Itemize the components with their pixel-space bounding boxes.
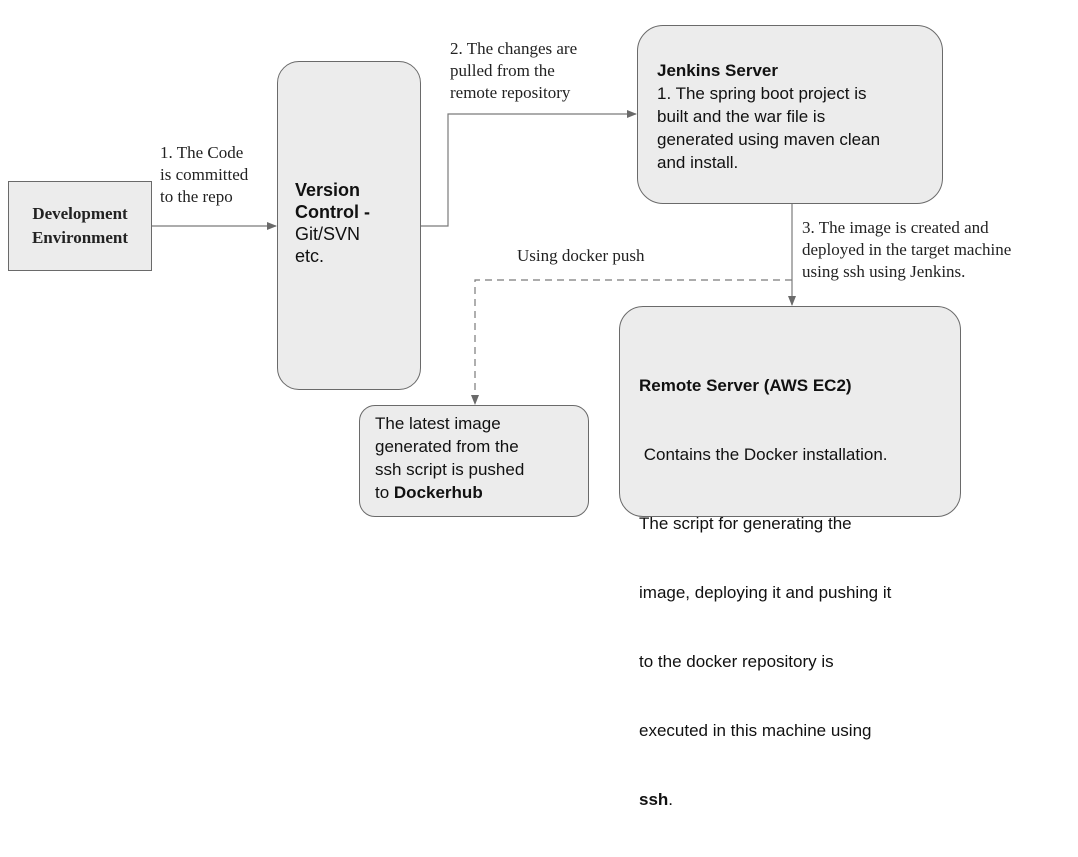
jenkins-line-1: 1. The spring boot project is — [657, 84, 867, 103]
dev-env-line1: Development — [32, 204, 128, 223]
vcs-title-line1: Version — [295, 180, 361, 200]
remote-title: Remote Server (AWS EC2) — [639, 376, 852, 395]
edge-label-pull: 2. The changes are pulled from the remot… — [450, 38, 577, 104]
node-jenkins-server: Jenkins Server 1. The spring boot projec… — [637, 25, 943, 204]
node-dockerhub: The latest image generated from the ssh … — [359, 405, 589, 517]
jenkins-line-2: built and the war file is — [657, 107, 826, 126]
dockerhub-line-1: The latest image — [375, 414, 501, 433]
edge-label-deploy: 3. The image is created and deployed in … — [802, 217, 1011, 283]
pull-line-2: pulled from the — [450, 61, 555, 80]
remote-tail: . — [668, 790, 674, 809]
remote-line-5: executed in this machine using — [639, 721, 872, 740]
commit-line-2: is committed — [160, 165, 249, 184]
vcs-title-line2: Control - — [295, 202, 370, 222]
deploy-line-3: using ssh using Jenkins. — [802, 262, 966, 281]
dockerhub-line-2: generated from the — [375, 437, 519, 456]
deploy-line-1: 3. The image is created and — [802, 218, 989, 237]
edge-remote-to-dockerhub — [471, 279, 792, 405]
edge-label-commit: 1. The Code is committed to the repo — [160, 142, 248, 208]
connector-layer — [152, 110, 796, 405]
dockerhub-prefix: to — [375, 483, 394, 502]
remote-line-3: image, deploying it and pushing it — [639, 583, 892, 602]
deploy-line-2: deployed in the target machine — [802, 240, 1012, 259]
remote-line-2: The script for generating the — [639, 514, 852, 533]
commit-line-1: 1. The Code — [160, 143, 244, 162]
node-development-environment: Development Environment — [8, 181, 152, 271]
remote-line-4: to the docker repository is — [639, 652, 834, 671]
remote-line-1: Contains the Docker installation. — [639, 445, 888, 464]
dockerhub-bold: Dockerhub — [393, 483, 483, 502]
jenkins-title: Jenkins Server — [657, 61, 778, 80]
pull-line-3: remote repository — [450, 83, 571, 102]
edge-vcs-to-jenkins — [421, 110, 637, 227]
node-remote-server: Remote Server (AWS EC2) Contains the Doc… — [619, 306, 961, 809]
commit-line-3: to the repo — [160, 187, 233, 206]
pull-line-1: 2. The changes are — [450, 39, 578, 58]
vcs-body-line1: Git/SVN — [295, 224, 361, 244]
vcs-body-line2: etc. — [295, 246, 325, 266]
remote-ssh-bold: ssh — [639, 790, 669, 809]
node-version-control: Version Control - Git/SVN etc. — [277, 61, 421, 390]
jenkins-line-3: generated using maven clean — [657, 130, 881, 149]
jenkins-line-4: and install. — [657, 153, 739, 172]
dev-env-line2: Environment — [31, 228, 129, 247]
dockerhub-line-3: ssh script is pushed — [375, 460, 525, 479]
edge-label-push: Using docker push — [517, 246, 645, 265]
